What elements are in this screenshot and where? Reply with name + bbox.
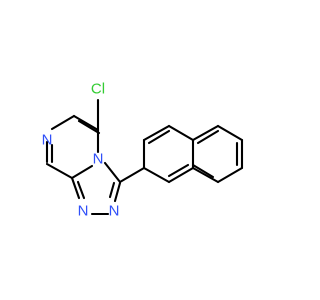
bond <box>191 166 220 184</box>
bond <box>142 124 171 142</box>
bond <box>77 119 101 135</box>
bond <box>196 129 220 145</box>
bond <box>142 166 171 184</box>
bond <box>216 166 244 184</box>
bond-lines <box>45 98 244 216</box>
molecule-structure: Cl N N N N <box>42 81 244 220</box>
bond <box>50 114 76 131</box>
bond <box>113 181 122 203</box>
bond <box>72 114 100 132</box>
bond <box>167 124 195 142</box>
bond <box>167 163 190 178</box>
bond <box>70 164 94 180</box>
bond <box>191 163 215 179</box>
bond <box>103 161 122 184</box>
bond <box>216 124 244 142</box>
bond <box>118 166 146 184</box>
bond <box>45 162 74 180</box>
atom-labels: Cl N N N N <box>42 81 120 220</box>
nitrogen-label: N <box>109 203 120 220</box>
nitrogen-label: N <box>93 151 104 168</box>
nitrogen-label: N <box>42 132 53 149</box>
bond <box>167 166 195 184</box>
bond <box>70 176 81 200</box>
nitrogen-label: N <box>78 203 89 220</box>
bond <box>191 124 220 142</box>
bond <box>108 181 116 199</box>
bond <box>147 129 171 145</box>
chlorine-label: Cl <box>91 81 105 98</box>
bond <box>76 180 86 200</box>
